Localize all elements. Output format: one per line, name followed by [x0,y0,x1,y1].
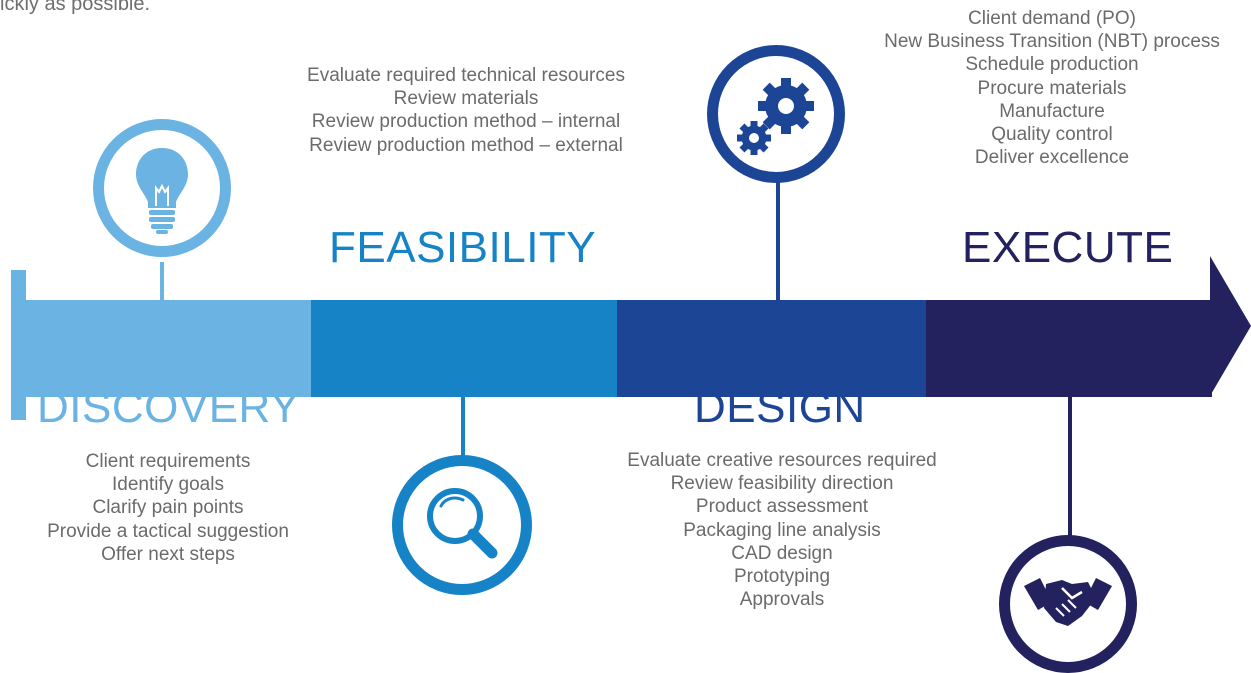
list-item: Deliver excellence [974,147,1130,169]
list-item: Review production method – external [309,134,623,156]
execute-title: EXECUTE [962,223,1174,272]
list-item: Evaluate required technical resources [307,65,625,86]
list-item: Procure materials [977,77,1127,99]
list-item: Provide a tactical suggestion [47,520,289,542]
list-item: Review materials [393,88,539,110]
intro-text: ickly as possible. [0,0,151,15]
list-item: Client demand (PO) [968,8,1136,29]
list-item: Review production method – internal [311,111,621,133]
timeline-arrow-head [1210,256,1251,396]
feasibility-items: Evaluate required technical resources Re… [260,64,672,157]
stem-design [776,175,780,302]
list-item: Review feasibility direction [670,473,894,495]
timeline-segment-execute [926,300,1212,397]
list-item: Manufacture [999,100,1105,122]
timeline-start-cap [11,270,26,420]
discovery-items: Client requirements Identify goals Clari… [0,450,336,566]
design-icon-circle [707,45,845,183]
list-item: Client requirements [85,451,251,472]
discovery-icon-circle [93,119,231,257]
design-items: Evaluate creative resources required Rev… [586,449,978,611]
list-item: Prototyping [733,566,831,588]
list-item: Schedule production [965,54,1139,76]
list-item: Product assessment [695,496,869,518]
stem-discovery [160,262,164,302]
feasibility-icon-circle [392,455,532,595]
discovery-title: DISCOVERY [37,383,300,432]
execute-icon-circle [999,535,1137,673]
list-item: Evaluate creative resources required [627,450,937,471]
timeline-segment-feasibility [311,300,617,397]
list-item: Identify goals [112,474,224,496]
list-item: Clarify pain points [92,497,244,519]
list-item: Quality control [991,124,1113,146]
execute-items: Client demand (PO) New Business Transiti… [853,7,1251,169]
list-item: CAD design [731,542,833,564]
stem-execute [1068,396,1072,536]
list-item: Packaging line analysis [683,519,881,541]
list-item: Approvals [739,589,825,611]
feasibility-title: FEASIBILITY [329,223,597,272]
list-item: Offer next steps [101,543,235,565]
design-title: DESIGN [694,383,866,432]
stem-feasibility [461,396,465,456]
list-item: New Business Transition (NBT) process [884,31,1220,53]
